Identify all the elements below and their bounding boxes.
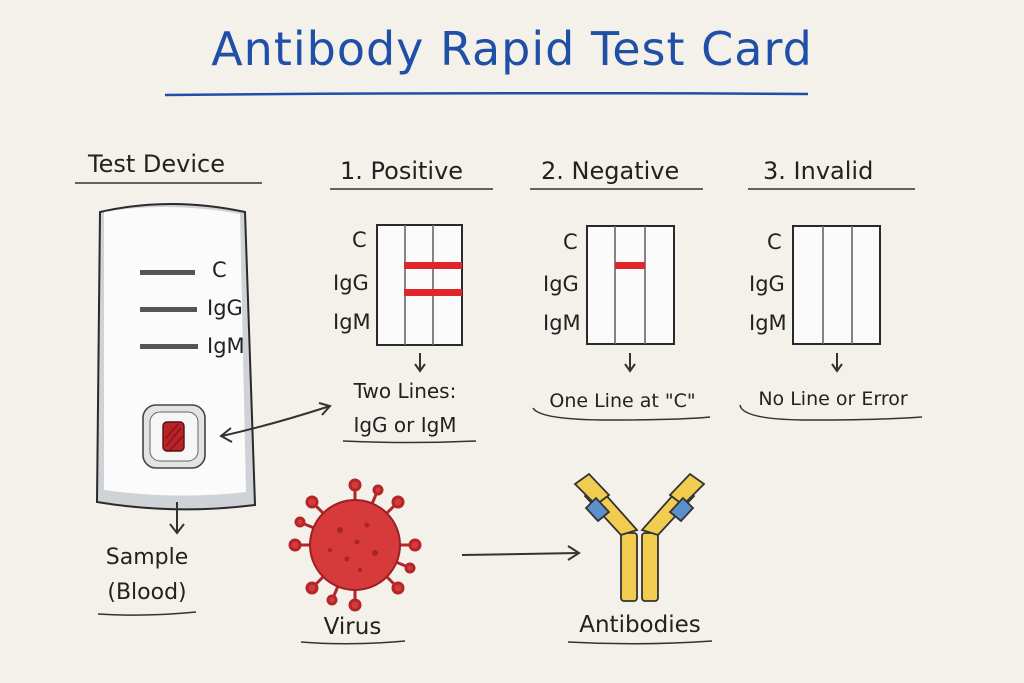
title-underline bbox=[164, 91, 809, 97]
invalid-strip bbox=[792, 225, 881, 345]
positive-red-line-1 bbox=[404, 262, 462, 269]
sample-underline bbox=[97, 611, 197, 616]
negative-label-c: C bbox=[563, 230, 578, 254]
device-line-igg bbox=[140, 307, 197, 312]
positive-label-c: C bbox=[352, 228, 367, 252]
device-line-igm bbox=[140, 344, 198, 349]
antibodies-label: Antibodies bbox=[579, 612, 701, 638]
positive-caption-2: IgG or IgM bbox=[353, 413, 457, 437]
negative-caption: One Line at "C" bbox=[549, 390, 696, 412]
antibodies-underline bbox=[567, 640, 713, 645]
test-device bbox=[95, 203, 257, 511]
virus-to-antibody-arrow bbox=[461, 552, 579, 556]
virus-icon bbox=[288, 478, 422, 612]
negative-red-line-c bbox=[615, 262, 645, 269]
negative-caption-underline bbox=[532, 407, 711, 421]
positive-caption-underline bbox=[342, 440, 477, 444]
invalid-label-c: C bbox=[767, 230, 782, 254]
positive-label-igm: IgM bbox=[333, 310, 371, 334]
invalid-label-igm: IgM bbox=[749, 311, 787, 335]
positive-caption-1: Two Lines: bbox=[353, 379, 457, 403]
device-line-c bbox=[140, 270, 195, 275]
device-label-igm: IgM bbox=[207, 334, 245, 358]
device-header: Test Device bbox=[88, 150, 225, 178]
invalid-caption: No Line or Error bbox=[758, 388, 908, 410]
positive-header: 1. Positive bbox=[340, 157, 464, 185]
device-label-c: C bbox=[212, 258, 227, 282]
device-label-igg: IgG bbox=[207, 296, 243, 320]
negative-header: 2. Negative bbox=[541, 157, 680, 185]
invalid-caption-underline bbox=[739, 404, 923, 421]
sample-label-2: (Blood) bbox=[107, 580, 187, 605]
page-title: Antibody Rapid Test Card bbox=[211, 22, 813, 76]
virus-label: Virus bbox=[323, 614, 382, 640]
negative-label-igm: IgM bbox=[543, 311, 581, 335]
well-to-positive-arrow bbox=[221, 405, 331, 437]
antibody-icon bbox=[573, 472, 706, 602]
positive-label-igg: IgG bbox=[333, 271, 369, 295]
positive-strip bbox=[376, 224, 463, 346]
positive-red-line-2 bbox=[404, 289, 462, 296]
negative-strip bbox=[586, 225, 675, 345]
virus-underline bbox=[300, 640, 406, 645]
invalid-header: 3. Invalid bbox=[763, 157, 874, 185]
negative-label-igg: IgG bbox=[543, 272, 579, 296]
sample-label-1: Sample bbox=[105, 545, 189, 570]
invalid-label-igg: IgG bbox=[749, 272, 785, 296]
